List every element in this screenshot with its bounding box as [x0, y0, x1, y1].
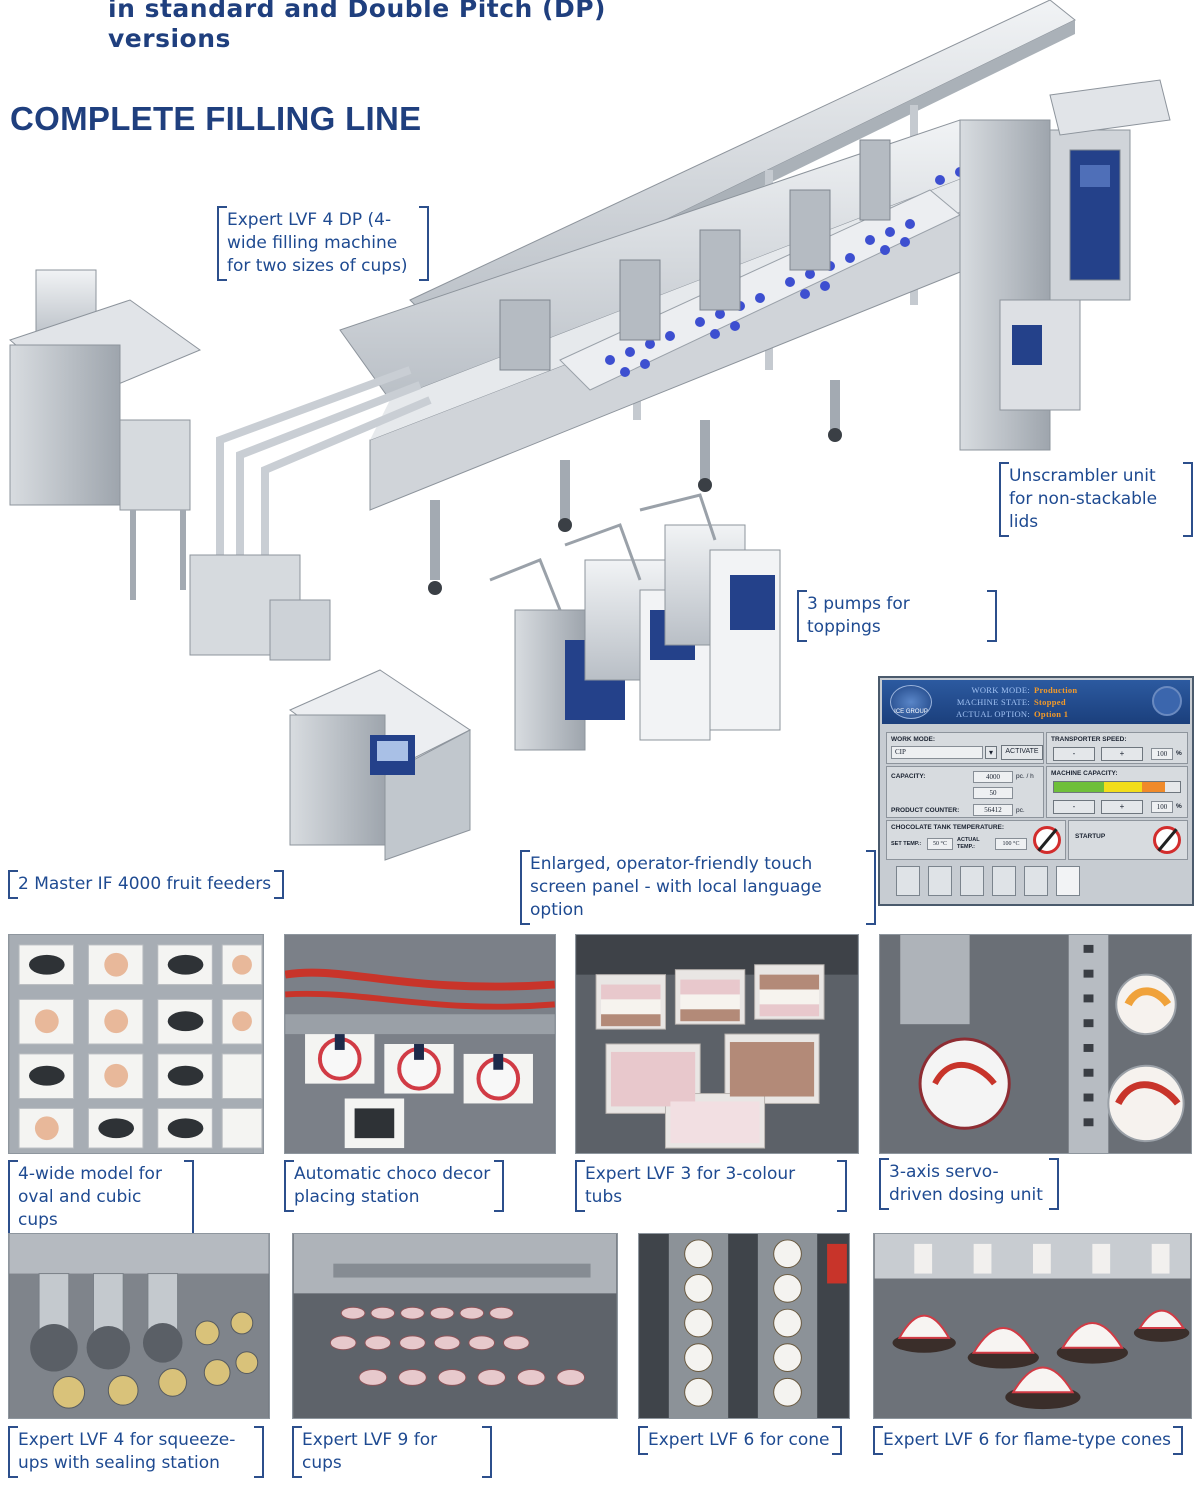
callout-unscrambler: Unscrambler unit for non-stackable lids — [999, 462, 1193, 537]
caption-choco-decor: Automatic choco decor placing station — [284, 1160, 504, 1212]
cup-tool-icon[interactable] — [896, 866, 920, 896]
settings-tool-icon[interactable] — [1024, 866, 1048, 896]
speed-minus-button[interactable]: - — [1053, 747, 1095, 761]
ice-group-logo: ICE GROUP — [890, 685, 932, 719]
machine-capacity-value: 100 — [1151, 801, 1173, 813]
callout-feeders: 2 Master IF 4000 fruit feeders — [8, 870, 284, 899]
caption-lvf6-cone: Expert LVF 6 for cone — [638, 1426, 842, 1455]
page-title: COMPLETE FILLING LINE — [10, 100, 422, 137]
machine-capacity-box: MACHINE CAPACITY: - + 100 % — [1046, 766, 1188, 818]
actual-temp-value: 100 °C — [995, 838, 1027, 850]
photo-lvf6-flame-cones — [873, 1233, 1192, 1419]
startup-box: STARTUP — [1068, 820, 1188, 860]
caption-lvf6-flame-cones: Expert LVF 6 for flame-type cones — [873, 1426, 1183, 1455]
caption-oval-cubic-cups: 4-wide model for oval and cubic cups — [8, 1160, 194, 1235]
caption-squeeze-ups: Expert LVF 4 for squeeze-ups with sealin… — [8, 1426, 264, 1478]
work-mode-select[interactable]: CIP — [891, 746, 983, 759]
capacity-value: 4000 — [973, 771, 1013, 783]
capacity-bar — [1053, 781, 1181, 793]
chocolate-tank-box: CHOCOLATE TANK TEMPERATURE: SET TEMP.: 5… — [886, 820, 1066, 860]
photo-choco-decor-station — [284, 934, 556, 1154]
transporter-speed-box: TRANSPORTER SPEED: - + 100 % — [1046, 732, 1188, 764]
dosing-tool-icon[interactable] — [928, 866, 952, 896]
pump-tool-icon[interactable] — [992, 866, 1016, 896]
capacity-minus-button[interactable]: - — [1053, 800, 1095, 814]
startup-disabled-icon[interactable] — [1153, 826, 1181, 854]
set-temp-value: 50 °C — [927, 838, 953, 850]
photo-oval-cubic-cups — [8, 934, 264, 1154]
speed-value: 100 — [1151, 748, 1173, 760]
bell-icon[interactable] — [1152, 686, 1182, 716]
work-mode-box: WORK MODE: CIP ▾ ACTIVATE — [886, 732, 1044, 764]
callout-pumps: 3 pumps for toppings — [797, 590, 997, 642]
caption-lvf9-cups: Expert LVF 9 for cups — [292, 1426, 492, 1478]
header-subtitle: in standard and Double Pitch (DP) versio… — [108, 0, 606, 53]
capacity-plus-button[interactable]: + — [1101, 800, 1143, 814]
photo-three-colour-tubs — [575, 934, 859, 1154]
printer-icon[interactable] — [1056, 866, 1080, 896]
photo-servo-dosing-unit — [879, 934, 1192, 1154]
choco-disabled-icon[interactable] — [1033, 826, 1061, 854]
speed-plus-button[interactable]: + — [1101, 747, 1143, 761]
product-counter-value: 56412 — [973, 804, 1013, 816]
panel-header: ICE GROUP WORK MODE:Production MACHINE S… — [882, 680, 1190, 724]
caption-servo-dosing: 3-axis servo-driven dosing unit — [879, 1158, 1059, 1210]
activate-button[interactable]: ACTIVATE — [1001, 745, 1043, 760]
photo-lvf9-cups — [292, 1233, 618, 1419]
capacity-second-value: 50 — [973, 787, 1013, 799]
caption-three-colour-tubs: Expert LVF 3 for 3-colour tubs — [575, 1160, 847, 1212]
touch-screen-panel: ICE GROUP WORK MODE:Production MACHINE S… — [878, 676, 1194, 906]
callout-lvf4dp: Expert LVF 4 DP (4-wide filling machine … — [217, 206, 429, 281]
capacity-box: CAPACITY: 4000 pc. / h 50 PRODUCT COUNTE… — [886, 766, 1044, 818]
photo-lvf6-cone — [638, 1233, 850, 1419]
photo-squeeze-ups — [8, 1233, 270, 1419]
decor-tool-icon[interactable] — [960, 866, 984, 896]
callout-touchscreen: Enlarged, operator-friendly touch screen… — [520, 850, 876, 925]
chevron-down-icon[interactable]: ▾ — [985, 746, 997, 759]
filling-line-illustration — [9, 0, 1171, 861]
